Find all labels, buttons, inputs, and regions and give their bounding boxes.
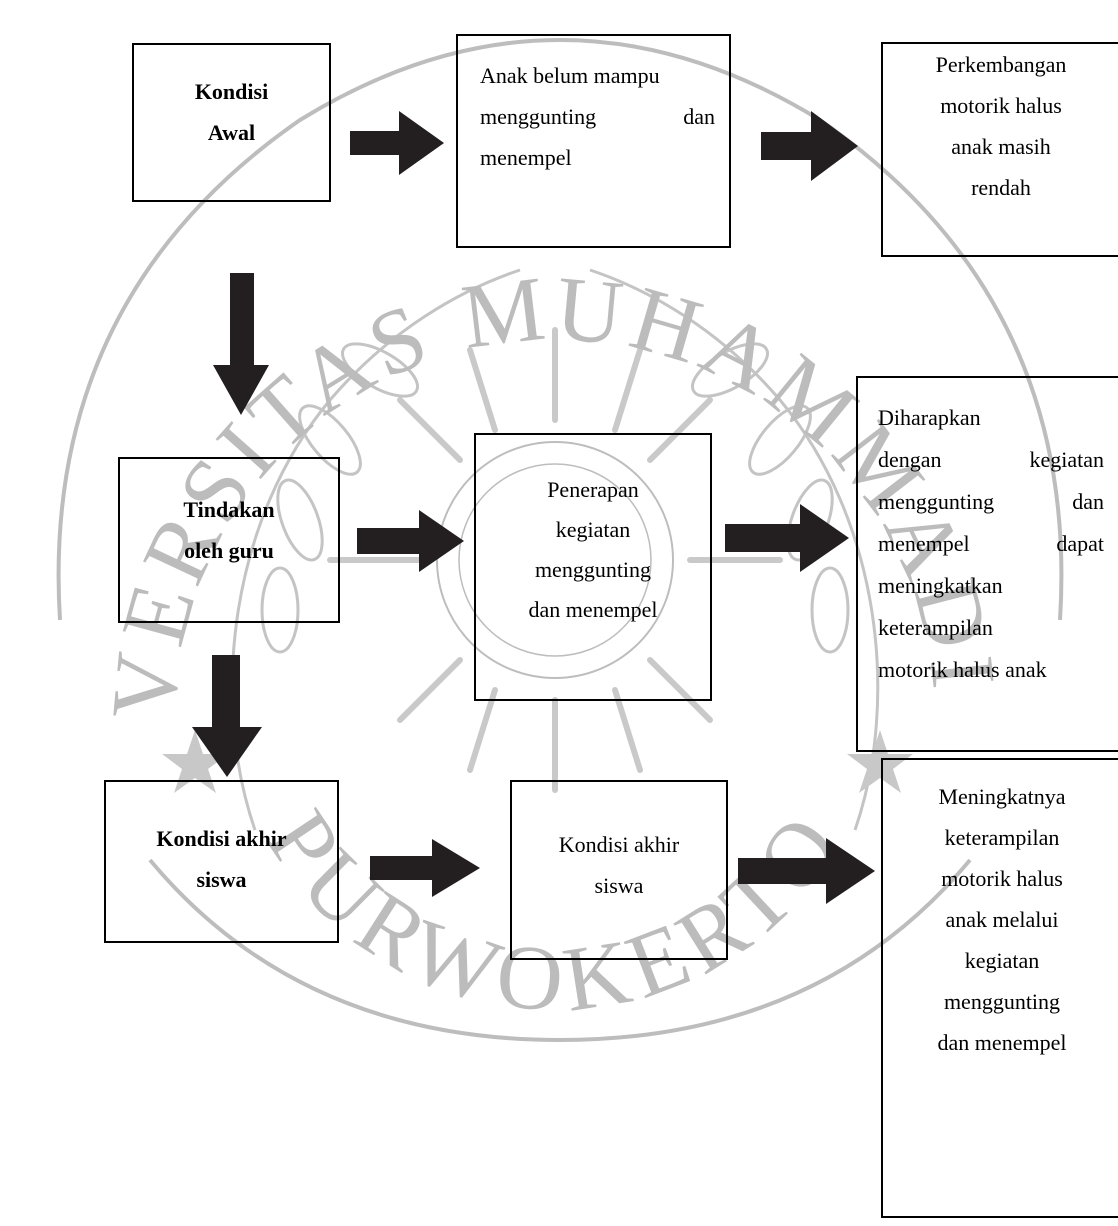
right-arrow-icon xyxy=(370,839,480,897)
box-line: Tindakan xyxy=(183,497,275,522)
kondisi-awal-box: Kondisi Awal xyxy=(132,43,331,202)
box-line: menempel xyxy=(480,145,572,170)
box-line: keterampilan xyxy=(944,825,1060,850)
box-line: siswa xyxy=(196,867,247,892)
kondisi-akhir-siswa-mid-box: Kondisi akhir siswa xyxy=(510,780,728,960)
right-arrow-icon xyxy=(738,838,875,904)
kondisi-akhir-siswa-left-box: Kondisi akhir siswa xyxy=(104,780,339,943)
box-line: motorik halus anak xyxy=(878,657,1047,682)
box-line: motorik halus xyxy=(941,866,1063,891)
anak-belum-mampu-box: Anak belum mampu menggunting dan menempe… xyxy=(456,34,731,248)
box-line: Meningkatnya xyxy=(938,784,1066,809)
right-arrow-icon xyxy=(725,504,849,572)
box-line: Perkembangan xyxy=(935,52,1067,77)
right-arrow-icon xyxy=(357,510,464,572)
box-line: dan menempel xyxy=(528,597,658,622)
box-line: Awal xyxy=(207,120,256,145)
box-line: menggunting xyxy=(534,557,652,582)
box-line: anak masih xyxy=(951,134,1051,159)
box-line: Kondisi xyxy=(194,79,269,104)
box-line: menggunting xyxy=(943,989,1061,1014)
meningkatnya-box: Meningkatnya keterampilan motorik halus … xyxy=(881,758,1118,1218)
box-line: menggunting dan xyxy=(480,104,715,129)
right-arrow-icon xyxy=(761,111,858,181)
box-line: Anak belum mampu xyxy=(480,63,660,88)
box-line: oleh guru xyxy=(184,538,274,563)
box-line: Kondisi akhir xyxy=(558,832,680,857)
box-line: kegiatan xyxy=(555,517,631,542)
box-line: rendah xyxy=(971,175,1031,200)
box-line: menggunting dan xyxy=(878,489,1104,514)
right-arrow-icon xyxy=(350,111,444,175)
box-line: dengan kegiatan xyxy=(878,447,1104,472)
box-line: Diharapkan xyxy=(878,405,981,430)
tindakan-box: Tindakan oleh guru xyxy=(118,457,340,623)
box-line: keterampilan xyxy=(878,615,993,640)
box-line: motorik halus xyxy=(940,93,1062,118)
box-line: Penerapan xyxy=(547,477,639,502)
diharapkan-box: Diharapkan dengan kegiatan menggunting d… xyxy=(856,376,1118,752)
box-line: kegiatan xyxy=(964,948,1040,973)
box-line: siswa xyxy=(594,873,644,898)
penerapan-box: Penerapan kegiatan menggunting dan menem… xyxy=(474,433,712,701)
perkembangan-box: Perkembangan motorik halus anak masih re… xyxy=(881,42,1118,257)
box-line: dan menempel xyxy=(937,1030,1067,1055)
box-line: anak melalui xyxy=(945,907,1059,932)
down-arrow-icon xyxy=(213,273,269,415)
down-arrow-icon xyxy=(192,655,262,777)
box-line: menempel dapat xyxy=(878,531,1104,556)
box-line: meningkatkan xyxy=(878,573,1003,598)
box-line: Kondisi akhir xyxy=(156,826,287,851)
